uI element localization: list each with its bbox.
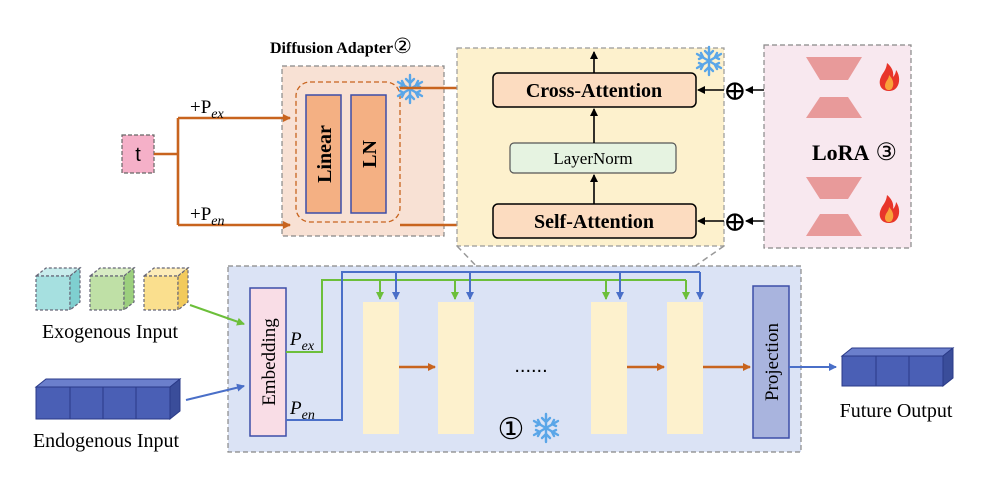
diffusion-adapter: Linear LN Diffusion Adapter② bbox=[270, 34, 445, 237]
ln-layer bbox=[350, 94, 387, 214]
svg-text:Self-Attention: Self-Attention bbox=[534, 211, 654, 233]
pos-ex-label: +Pex bbox=[190, 97, 225, 122]
layernorm-box bbox=[509, 142, 677, 174]
output-label: Future Output bbox=[840, 400, 953, 422]
output-cubes bbox=[840, 346, 955, 388]
plus-icon: ⊕ bbox=[723, 76, 746, 107]
ellipsis: ...... bbox=[514, 355, 547, 377]
pos-en-label: +Pen bbox=[190, 204, 225, 229]
embedding-box bbox=[249, 287, 287, 437]
layer-block-3 bbox=[591, 302, 627, 434]
plus-icon: ⊕ bbox=[723, 207, 746, 238]
backbone: Embedding ...... Projection ① bbox=[227, 265, 802, 453]
layer-block-2 bbox=[438, 302, 474, 434]
svg-text:t: t bbox=[135, 144, 141, 166]
linear-label: Linear bbox=[314, 125, 336, 183]
svg-text:Embedding: Embedding bbox=[259, 318, 280, 406]
ln-label: LN bbox=[359, 140, 381, 168]
exogenous-arrow bbox=[189, 304, 245, 326]
endogenous-cubes bbox=[34, 377, 182, 421]
transformer-block: Cross-Attention LayerNorm Self-Attention bbox=[456, 45, 725, 297]
svg-text:Projection: Projection bbox=[762, 322, 783, 401]
endogenous-label: Endogenous Input bbox=[33, 430, 180, 452]
adapter-title: Diffusion Adapter② bbox=[270, 34, 412, 58]
layer-block-1 bbox=[363, 302, 399, 434]
layer-block-4 bbox=[667, 302, 703, 434]
exogenous-label: Exogenous Input bbox=[42, 321, 179, 343]
p-en-label: Pen bbox=[289, 398, 315, 423]
projection-box bbox=[752, 285, 790, 439]
svg-text:Cross-Attention: Cross-Attention bbox=[526, 80, 662, 102]
backbone-number: ① bbox=[498, 413, 525, 446]
timestep-input: t bbox=[121, 134, 155, 174]
exogenous-cubes bbox=[34, 266, 190, 312]
linear-layer bbox=[305, 94, 342, 214]
endogenous-arrow bbox=[185, 383, 245, 401]
svg-text:LayerNorm: LayerNorm bbox=[553, 149, 632, 168]
p-ex-label: Pex bbox=[289, 329, 315, 354]
